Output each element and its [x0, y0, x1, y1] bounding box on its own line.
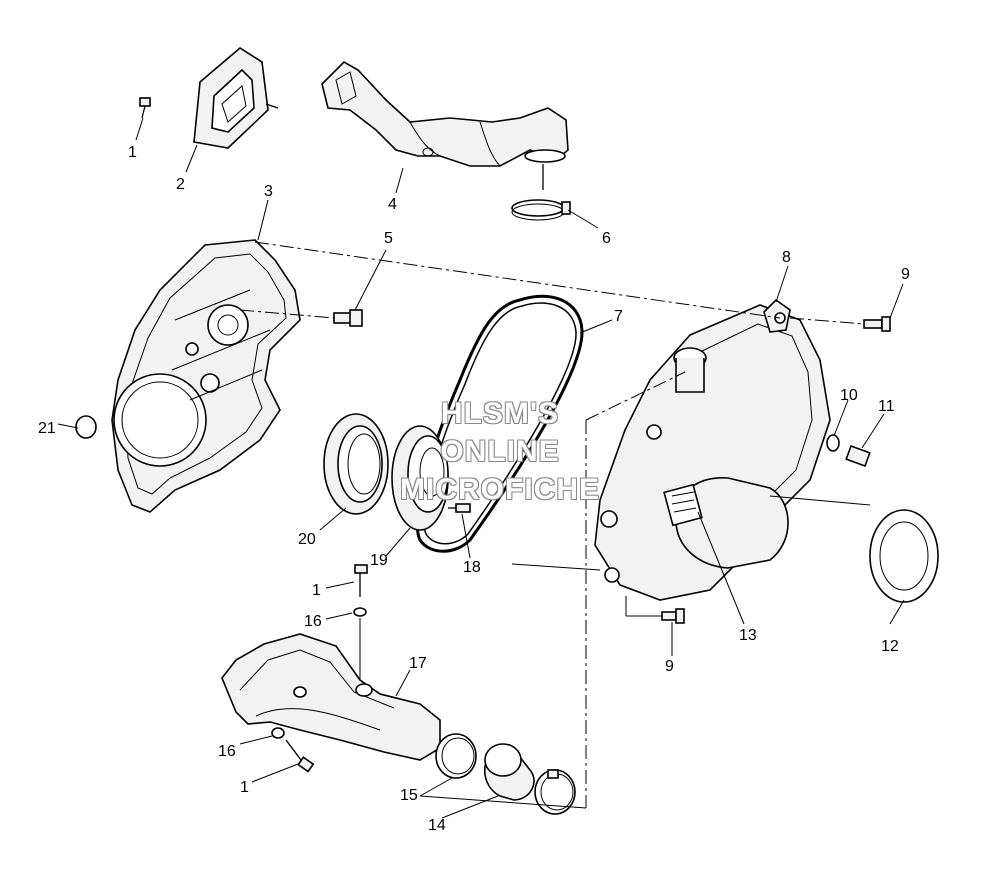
- callout-20: 20: [298, 531, 316, 548]
- callout-4: 4: [388, 196, 397, 213]
- callout-2: 2: [176, 176, 185, 193]
- part-screw-top: [139, 97, 151, 119]
- part-coupler-14: [484, 743, 535, 801]
- part-drive-belt: [415, 294, 584, 553]
- part-bolt-upper: [353, 564, 368, 690]
- part-screw-18: [448, 503, 471, 513]
- callout-21: 21: [38, 420, 56, 437]
- callout-14: 14: [428, 817, 446, 834]
- callout-6: 6: [602, 230, 611, 247]
- part-seal: [323, 413, 389, 515]
- callout-1-lower: 1: [240, 779, 249, 796]
- part-outer-cover: [594, 298, 831, 601]
- part-bearing-plate: [391, 425, 449, 531]
- callout-1-screw: 1: [128, 144, 137, 161]
- callout-16-lower: 16: [218, 743, 236, 760]
- leader-lines: [57, 117, 905, 819]
- callout-5: 5: [384, 230, 393, 247]
- part-inner-cover: [111, 239, 301, 513]
- callout-12: 12: [881, 638, 899, 655]
- part-screw-9-bottom: [625, 596, 685, 624]
- callout-17: 17: [409, 655, 427, 672]
- part-screw-9-top: [789, 316, 891, 332]
- alignment-line-diag: [585, 371, 686, 421]
- part-grommet: [75, 415, 97, 439]
- part-clamp-15a: [435, 733, 477, 779]
- part-intake-boot: [193, 47, 279, 149]
- callout-9-bottom: 9: [665, 658, 674, 675]
- callout-19: 19: [370, 552, 388, 569]
- callout-16-upper: 16: [304, 613, 322, 630]
- part-washer-10: [826, 434, 840, 452]
- callout-15: 15: [400, 787, 418, 804]
- part-outlet-duct: [221, 633, 441, 761]
- callout-8: 8: [782, 249, 791, 266]
- callout-13: 13: [739, 627, 757, 644]
- callout-1-upper: 1: [312, 582, 321, 599]
- callout-11: 11: [878, 398, 895, 415]
- part-clamp-15b: [534, 769, 576, 815]
- part-plug-11: [845, 444, 871, 468]
- part-clamp-top: [511, 199, 571, 221]
- callout-7: 7: [614, 308, 623, 325]
- alignment-line-top: [254, 241, 781, 319]
- part-intake-duct: [321, 61, 569, 190]
- callout-10: 10: [840, 387, 858, 404]
- part-bolt-5: [239, 309, 363, 327]
- part-bolt-lower: [271, 727, 315, 773]
- callout-18: 18: [463, 559, 481, 576]
- part-gasket-12: [769, 495, 939, 603]
- callout-9-top: 9: [901, 266, 910, 283]
- callout-3: 3: [264, 183, 273, 200]
